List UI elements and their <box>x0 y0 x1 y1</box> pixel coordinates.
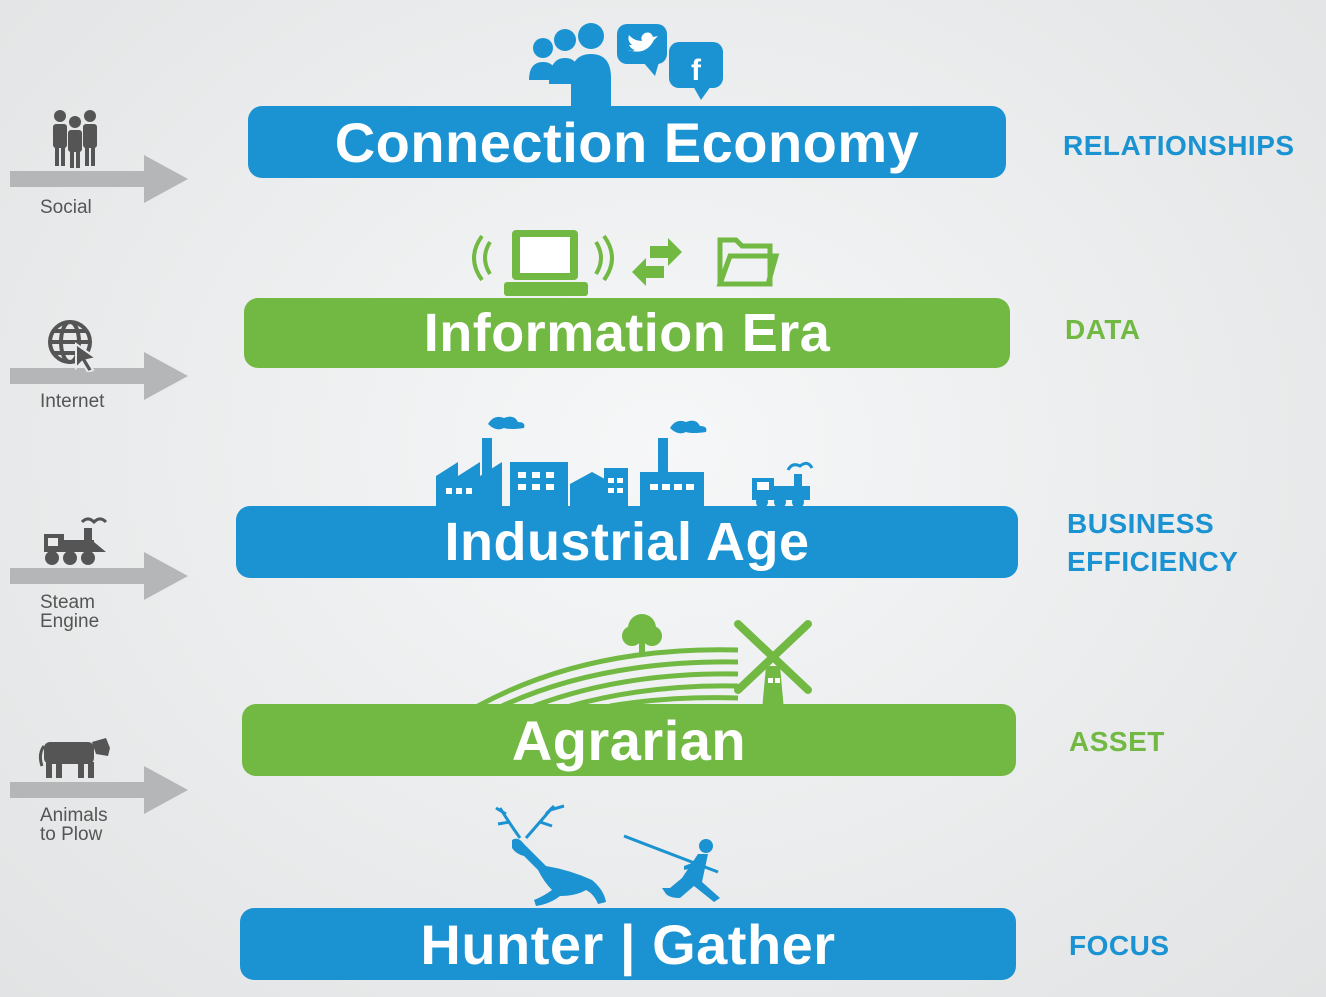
people-icon <box>53 110 97 168</box>
information-icons <box>472 230 780 296</box>
facebook-bubble-icon: f <box>669 42 723 100</box>
band-hunter-gather: Hunter | Gather <box>240 908 1016 980</box>
steam-train-icon <box>44 517 108 565</box>
arrow-social <box>10 155 188 203</box>
tree-icon <box>622 614 662 656</box>
driver-social-label: Social <box>40 197 92 218</box>
band-information-era: Information Era <box>244 298 1010 368</box>
driver-steam-label-line2: Engine <box>40 611 100 632</box>
hunt-scene-icon <box>495 804 720 906</box>
value-business: BUSINESS <box>1067 508 1215 539</box>
cow-icon <box>38 738 110 778</box>
twitter-bubble-icon <box>617 24 667 76</box>
value-efficiency: EFFICIENCY <box>1067 546 1239 577</box>
laptop-wifi-icon <box>472 234 614 282</box>
people-group-icon <box>529 23 611 108</box>
arrow-steam-engine <box>10 552 188 600</box>
driver-animals-label-line1: Animals <box>40 805 108 826</box>
band-agrarian: Agrarian <box>242 704 1016 776</box>
band-connection-economy: Connection Economy <box>248 106 1006 178</box>
value-relationships: RELATIONSHIPS <box>1063 130 1295 161</box>
globe-cursor-icon <box>48 320 99 372</box>
svg-text:f: f <box>691 54 702 87</box>
arrow-animals-to-plow <box>10 766 188 814</box>
hunter-spear-icon <box>623 834 720 902</box>
transfer-arrows-icon <box>632 238 682 286</box>
folder-icon <box>716 237 780 287</box>
windmill-icon <box>734 620 812 710</box>
driver-steam-label-line1: Steam <box>40 592 95 613</box>
arrow-internet <box>10 352 188 400</box>
driver-internet-label: Internet <box>40 391 105 412</box>
factory-skyline-icon <box>436 416 814 508</box>
value-asset: ASSET <box>1069 726 1165 757</box>
farm-field-icon <box>476 614 812 710</box>
band-industrial-age: Industrial Age <box>236 506 1018 578</box>
value-focus: FOCUS <box>1069 930 1170 961</box>
connection-icons: f <box>529 23 723 108</box>
driver-animals-label-line2: to Plow <box>40 824 103 845</box>
value-data: DATA <box>1065 314 1141 345</box>
deer-icon <box>495 804 606 906</box>
